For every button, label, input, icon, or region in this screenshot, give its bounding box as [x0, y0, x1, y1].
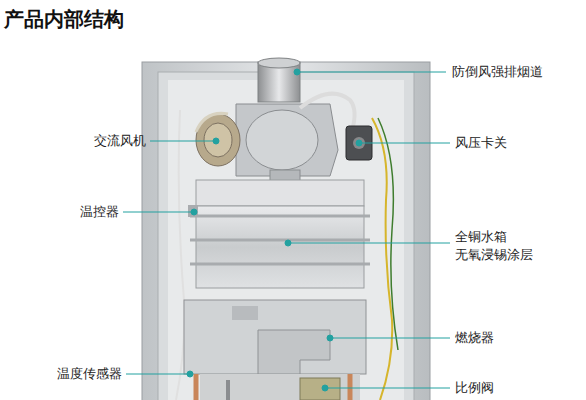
part-label: 全铜水箱 无氧浸锡涂层: [455, 228, 541, 263]
title: 产品内部结构: [4, 6, 124, 33]
part-label: 防倒风强排烟道: [452, 63, 543, 81]
part-label: 交流风机: [94, 132, 146, 150]
part-label: 比例阀: [455, 379, 494, 397]
part-label: 燃烧器: [455, 329, 494, 347]
part-label: 温度传感器: [57, 365, 122, 383]
part-label: 风压卡关: [455, 134, 507, 152]
part-label: 温控器: [80, 203, 119, 221]
